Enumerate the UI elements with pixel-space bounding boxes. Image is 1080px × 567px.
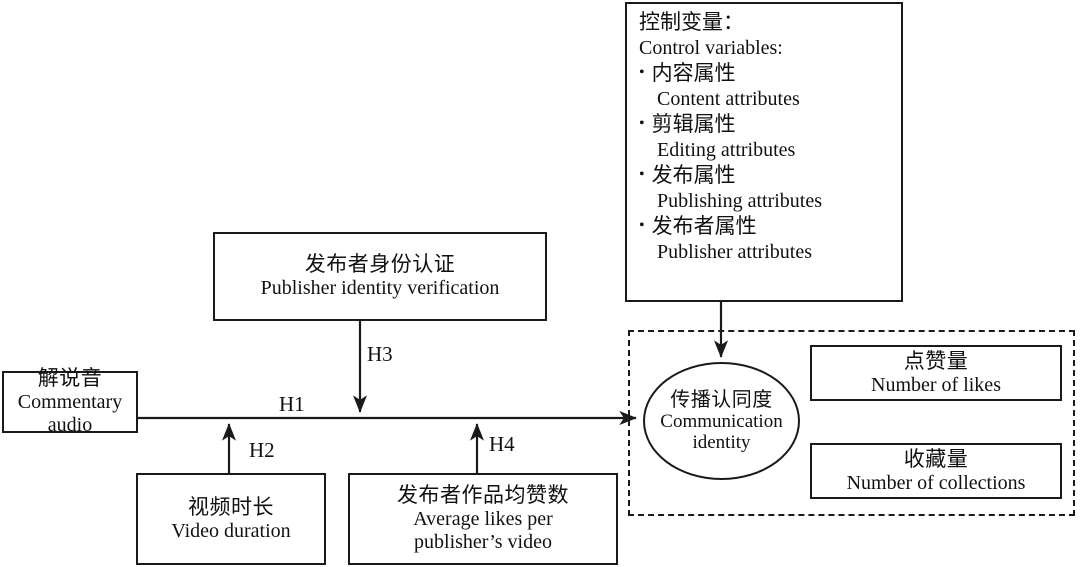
node-label-en-line1: Average likes per (413, 508, 553, 531)
control-variable-label-cn: 剪辑属性 (651, 112, 736, 136)
node-label-en-line2: identity (692, 432, 751, 454)
control-variables-box: 控制变量： Control variables: • 内容属性 Content … (625, 2, 903, 302)
node-label-cn: 收藏量 (903, 446, 969, 471)
node-label-cn: 解说音 (37, 366, 103, 391)
control-variable-label-cn: 发布属性 (651, 163, 736, 187)
bullet-icon: • (639, 217, 645, 234)
node-label-cn: 点赞量 (903, 348, 969, 373)
node-number-of-collections: 收藏量 Number of collections (810, 443, 1062, 499)
node-label-en: Number of likes (871, 373, 1001, 396)
node-commentary-audio: 解说音 Commentary audio (2, 366, 138, 436)
node-label-cn: 发布者身份认证 (304, 252, 456, 277)
node-label-en-line2: publisher’s video (414, 530, 552, 553)
control-variable-label-en: Publishing attributes (657, 189, 822, 212)
hypothesis-label-h3: H3 (367, 342, 393, 366)
node-communication-identity: 传播认同度 Communication identity (643, 362, 800, 480)
node-average-likes-per-publishers-video: 发布者作品均赞数 Average likes per publisher’s v… (348, 473, 618, 565)
node-label-en-line1: Communication (660, 410, 783, 432)
control-variables-header-cn: 控制变量： (639, 10, 744, 34)
control-variable-label-en: Publisher attributes (657, 240, 812, 263)
control-variable-item-content: • 内容属性 Content attributes (639, 61, 891, 111)
control-variable-label-en: Content attributes (657, 87, 800, 110)
bullet-icon: • (639, 166, 645, 183)
control-variable-label-cn: 发布者属性 (651, 214, 757, 238)
node-number-of-likes: 点赞量 Number of likes (810, 345, 1062, 401)
control-variable-item-editing: • 剪辑属性 Editing attributes (639, 112, 891, 162)
control-variables-header-en: Control variables: (639, 36, 783, 59)
bullet-icon: • (639, 115, 645, 132)
node-label-cn: 传播认同度 (670, 388, 773, 411)
node-label-en: Publisher identity verification (260, 277, 500, 300)
node-label-cn: 视频时长 (188, 494, 274, 519)
node-publisher-identity-verification: 发布者身份认证 Publisher identity verification (213, 232, 547, 321)
hypothesis-label-h4: H4 (489, 432, 515, 456)
hypothesis-label-h1: H1 (279, 392, 305, 416)
outcome-region (628, 330, 1075, 516)
node-label-en-line1: Commentary (17, 391, 123, 414)
node-label-en-line2: audio (47, 413, 93, 436)
node-label-cn: 发布者作品均赞数 (397, 483, 569, 508)
hypothesis-label-h2: H2 (249, 438, 275, 462)
bullet-icon: • (639, 64, 645, 81)
control-variable-label-en: Editing attributes (657, 138, 796, 161)
node-label-en: Video duration (171, 519, 291, 542)
control-variable-item-publisher: • 发布者属性 Publisher attributes (639, 214, 891, 264)
control-variable-item-publishing: • 发布属性 Publishing attributes (639, 163, 891, 213)
node-video-duration: 视频时长 Video duration (136, 473, 326, 565)
control-variable-label-cn: 内容属性 (651, 61, 736, 85)
node-label-en: Number of collections (846, 471, 1026, 494)
